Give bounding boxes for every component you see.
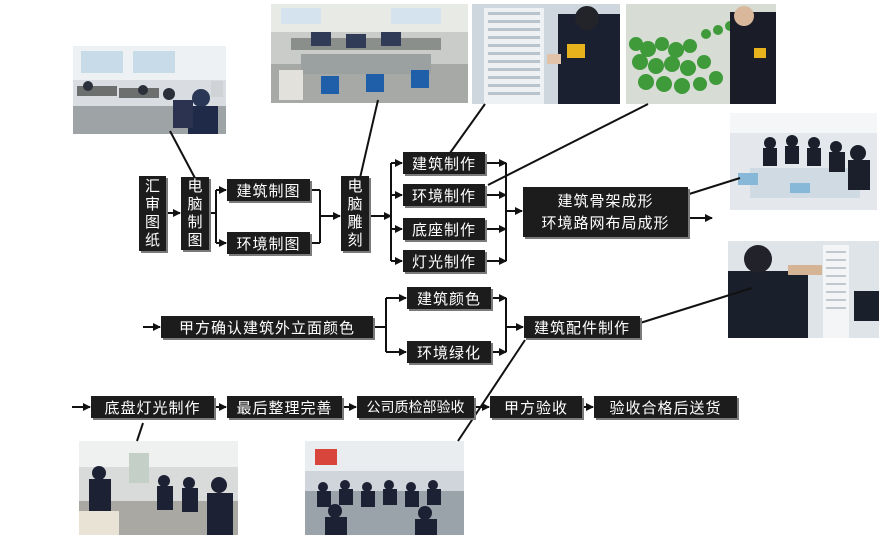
environment-greening-box: 环境绿化	[407, 341, 491, 363]
review-drawings-box: 汇审图纸	[139, 176, 166, 251]
chassis-lighting-box: 底盘灯光制作	[91, 396, 214, 418]
delivery-box: 验收合格后送货	[594, 396, 737, 418]
assembly-team-photo	[730, 113, 877, 210]
environment-drawing-box: 环境制图	[227, 232, 310, 254]
computer-room-photo	[73, 46, 226, 134]
computer-drafting-box: 电脑制图	[181, 177, 209, 250]
workshop-photo	[271, 4, 468, 103]
final-polish-box: 最后整理完善	[227, 396, 342, 418]
building-making-box: 建筑制作	[403, 152, 485, 174]
qc-inspection-box: 公司质检部验收	[357, 396, 474, 418]
building-model-photo	[472, 4, 620, 104]
client-acceptance-box: 甲方验收	[490, 396, 582, 418]
building-drawing-box: 建筑制图	[227, 179, 310, 201]
tower-parts-photo	[728, 241, 879, 338]
skeleton-line-1: 建筑骨架成形	[557, 192, 654, 210]
production-hall-photo	[305, 441, 464, 535]
building-color-box: 建筑颜色	[407, 287, 491, 309]
skeleton-forming-box: 建筑骨架成形 环境路网布局成形	[523, 187, 688, 237]
lighting-making-box: 灯光制作	[403, 250, 485, 272]
client-confirm-color-box: 甲方确认建筑外立面颜色	[161, 316, 373, 338]
base-making-box: 底座制作	[403, 218, 485, 240]
computer-engraving-box: 电脑雕刻	[341, 176, 369, 251]
skeleton-line-2: 环境路网布局成形	[541, 214, 670, 232]
workbench-photo	[79, 441, 238, 535]
greenery-model-photo	[626, 4, 776, 104]
building-parts-box: 建筑配件制作	[524, 316, 640, 338]
environment-making-box: 环境制作	[403, 184, 485, 206]
